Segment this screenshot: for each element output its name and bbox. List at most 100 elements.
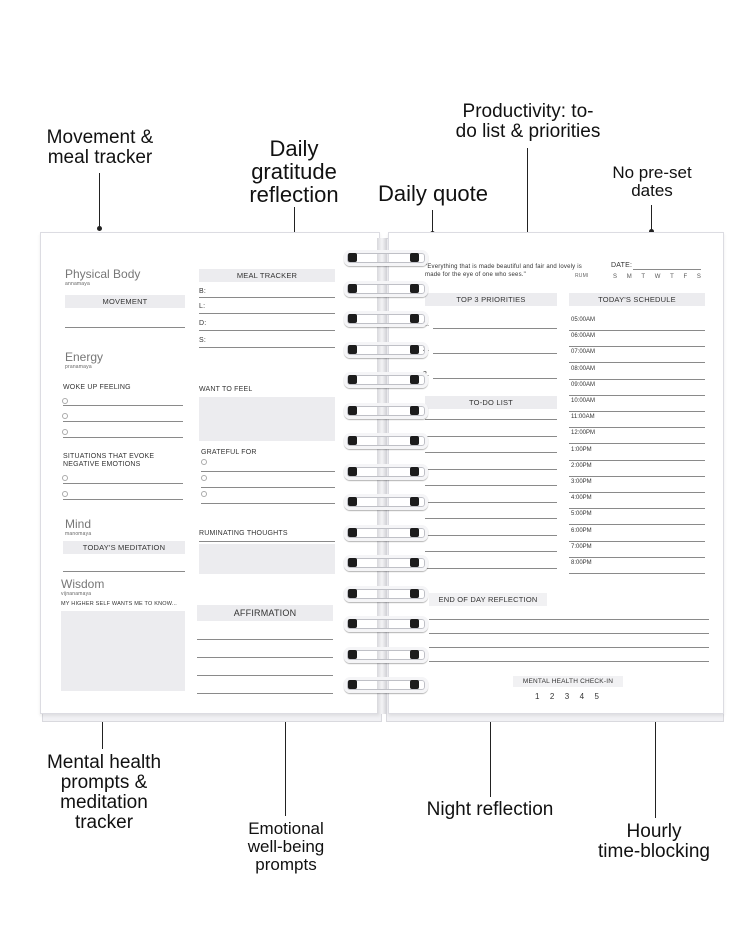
schedule-time: 08:00AM [571, 365, 596, 372]
schedule-row: 07:00AM [569, 347, 705, 364]
priority-1-line [433, 328, 557, 329]
todo-line [425, 452, 557, 453]
grateful-bullet-2 [201, 475, 207, 481]
physical-body-title: Physical Body [65, 267, 141, 281]
date-label: DATE: [611, 262, 633, 269]
callout-gratitude: Daily gratitude reflection [249, 136, 339, 208]
todo-line [425, 501, 557, 503]
schedule-row: 5:00PM [569, 509, 705, 526]
punch-hole-left [348, 649, 357, 659]
punch-hole-right [410, 680, 419, 689]
woke-bullet-3 [62, 429, 68, 435]
schedule-row: 2:00PM [569, 461, 705, 477]
leader-movement-meal [97, 173, 102, 231]
todo-line [425, 435, 557, 437]
schedule-bar: TODAY'S SCHEDULE [569, 293, 705, 306]
punch-hole-right [410, 588, 419, 598]
weekday-4: T [670, 274, 674, 280]
situation-bullet-1 [62, 475, 68, 481]
spiral-ring [344, 524, 428, 541]
todo-line [425, 485, 557, 486]
punch-hole-left [348, 558, 357, 567]
schedule-time: 10:00AM [571, 398, 596, 404]
grateful-line-3 [201, 503, 335, 504]
todo-line [425, 567, 557, 569]
weekday-6: S [696, 274, 701, 280]
punch-hole-left [348, 405, 357, 415]
todo-lines [425, 411, 557, 581]
punch-hole-right [410, 436, 419, 445]
todo-bar: TO-DO LIST [425, 396, 557, 409]
ruminating-line [199, 541, 335, 542]
leader-no-dates [649, 205, 654, 234]
punch-hole-right [410, 558, 419, 567]
spiral-ring [344, 433, 428, 449]
schedule-row: 08:00AM [569, 364, 705, 380]
punch-hole-right [410, 405, 419, 415]
woke-line-1 [63, 405, 183, 406]
callout-emotional: Emotional well-being prompts [247, 819, 325, 874]
situation-bullet-2 [62, 491, 68, 497]
punch-hole-left [348, 375, 357, 384]
schedule-row: 3:00PM [569, 477, 705, 493]
schedule-time: 12:00PM [571, 430, 596, 437]
callout-quote: Daily quote [377, 181, 489, 206]
higher-self-box [61, 611, 185, 691]
spiral-ring [344, 402, 428, 419]
punch-hole-right [410, 344, 419, 354]
schedule-row: 6:00PM [569, 526, 705, 542]
woke-bullet-2 [62, 413, 68, 419]
left-page: Physical Body annamaya MOVEMENT Energy p… [40, 232, 380, 714]
spiral-ring [344, 280, 428, 297]
schedule-row: 11:00AM [569, 412, 705, 429]
weekday-3: W [654, 274, 661, 280]
ruminating-box [199, 544, 335, 574]
schedule-row: 09:00AM [569, 380, 705, 396]
spiral-ring [344, 250, 428, 266]
checkin-scale-5: 5 [594, 692, 599, 701]
movement-bar: MOVEMENT [65, 295, 185, 308]
weekday-1: M [626, 274, 632, 280]
affirmation-line-2 [197, 657, 333, 658]
grateful-bullet-3 [201, 491, 207, 497]
spiral-ring [344, 585, 428, 602]
schedule-row: 10:00AM [569, 396, 705, 412]
punch-hole-right [410, 466, 419, 476]
reflection-line-3 [429, 647, 709, 648]
punch-hole-left [348, 588, 357, 598]
schedule-time: 6:00PM [571, 527, 592, 534]
meal-d-label: D: [199, 320, 207, 327]
schedule-time: 7:00PM [571, 543, 592, 550]
punch-hole-left [348, 436, 357, 445]
priority-2-line [433, 353, 557, 354]
spiral-ring [344, 646, 428, 663]
schedule-row: 4:00PM [569, 493, 705, 510]
schedule-time: 06:00AM [571, 333, 596, 340]
punch-hole-right [410, 497, 419, 506]
weekday-5: F [683, 274, 688, 280]
punch-hole-left [348, 344, 357, 354]
schedule-time: 09:00AM [571, 381, 596, 388]
schedule-row: 7:00PM [569, 542, 705, 558]
punch-hole-right [410, 283, 419, 293]
schedule-time: 5:00PM [571, 511, 592, 518]
woke-bullet-1 [62, 398, 68, 404]
situation-line-2 [63, 499, 183, 500]
situations-label: SITUATIONS THAT EVOKE NEGATIVE EMOTIONS [63, 453, 155, 468]
checkin-scale-3: 3 [564, 692, 570, 701]
spiral-ring [344, 677, 428, 693]
woke-line-3 [63, 437, 183, 438]
right-page: "Everything that is made beautiful and f… [388, 232, 724, 714]
callout-movement-meal: Movement & meal tracker [46, 127, 154, 168]
spiral-ring [344, 463, 428, 480]
meal-d-line [199, 330, 335, 331]
reflection-line-4 [429, 661, 709, 662]
todo-line [425, 419, 557, 420]
priority-3-line [433, 378, 557, 379]
punch-hole-left [348, 253, 357, 262]
affirmation-bar: AFFIRMATION [197, 605, 333, 621]
reflection-line-1 [429, 619, 709, 620]
pranamaya-label: pranamaya [65, 364, 92, 370]
want-to-feel-box [199, 397, 335, 441]
